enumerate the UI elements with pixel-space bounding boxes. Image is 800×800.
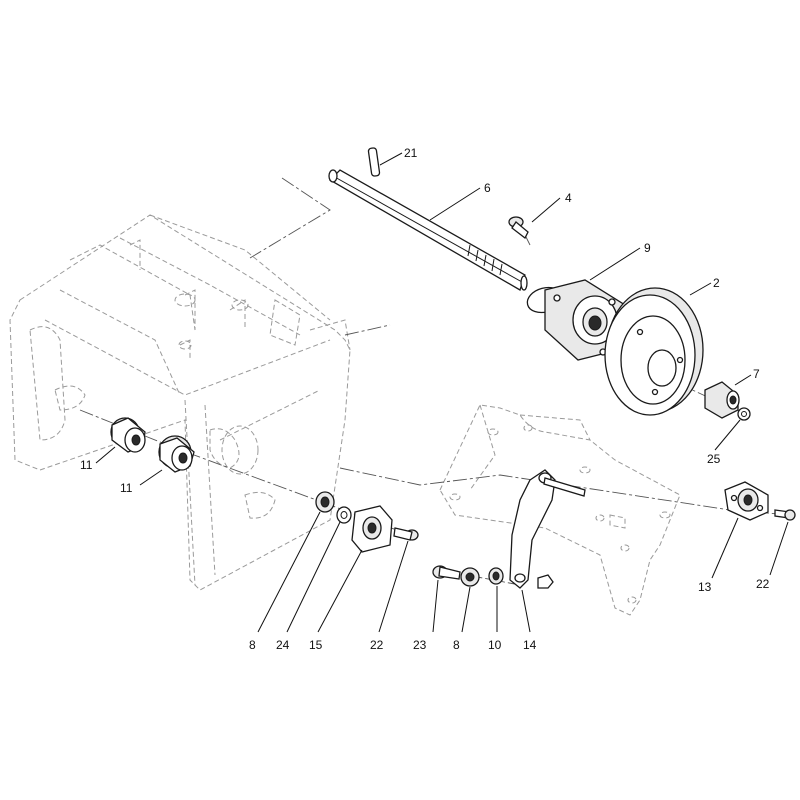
callout-23: 23 — [413, 638, 427, 652]
washer-25 — [737, 407, 751, 421]
callout-8-left: 8 — [249, 638, 256, 652]
callout-labels: 21 6 4 9 2 7 25 11 11 13 22 8 24 15 22 2… — [80, 146, 770, 652]
housing-frame-phantom — [9, 214, 351, 591]
hub-nut-7 — [704, 381, 740, 419]
callout-11-right: 11 — [120, 481, 133, 495]
callout-11-left: 11 — [80, 458, 93, 472]
washer-24 — [336, 506, 352, 524]
callout-22-left: 22 — [370, 638, 384, 652]
callout-6: 6 — [484, 181, 491, 195]
flange-plate-15 — [351, 505, 393, 553]
callout-9: 9 — [644, 241, 651, 255]
bushing-10 — [488, 567, 504, 585]
callout-8-lower: 8 — [453, 638, 460, 652]
mounting-bracket-phantom — [439, 404, 681, 616]
pulley-2 — [604, 287, 704, 416]
bolt-22-left — [393, 527, 419, 541]
flange-bearing-13 — [724, 481, 769, 521]
callout-13: 13 — [698, 580, 712, 594]
flange-bushing-11-right — [158, 435, 195, 473]
callout-24: 24 — [276, 638, 290, 652]
callout-4: 4 — [565, 191, 572, 205]
callout-22-right: 22 — [756, 577, 770, 591]
callout-10: 10 — [488, 638, 502, 652]
bearing-housing-9 — [526, 279, 626, 361]
callout-2: 2 — [713, 276, 720, 290]
callout-21: 21 — [404, 146, 418, 160]
leader-lines — [95, 152, 789, 633]
bolt-4 — [508, 216, 529, 239]
bolt-23 — [432, 565, 461, 580]
callout-15: 15 — [309, 638, 323, 652]
bolt-22-right — [774, 509, 796, 521]
callout-7: 7 — [753, 367, 760, 381]
nut-14-end — [537, 574, 554, 589]
roll-pin-21 — [367, 147, 381, 177]
bearing-8-left — [315, 491, 335, 513]
callout-25: 25 — [707, 452, 721, 466]
callout-14: 14 — [523, 638, 537, 652]
flange-bushing-11-left — [110, 417, 146, 453]
shaft-6 — [328, 169, 528, 291]
bearing-8-lower — [460, 567, 480, 587]
shift-arm-14 — [509, 469, 586, 589]
